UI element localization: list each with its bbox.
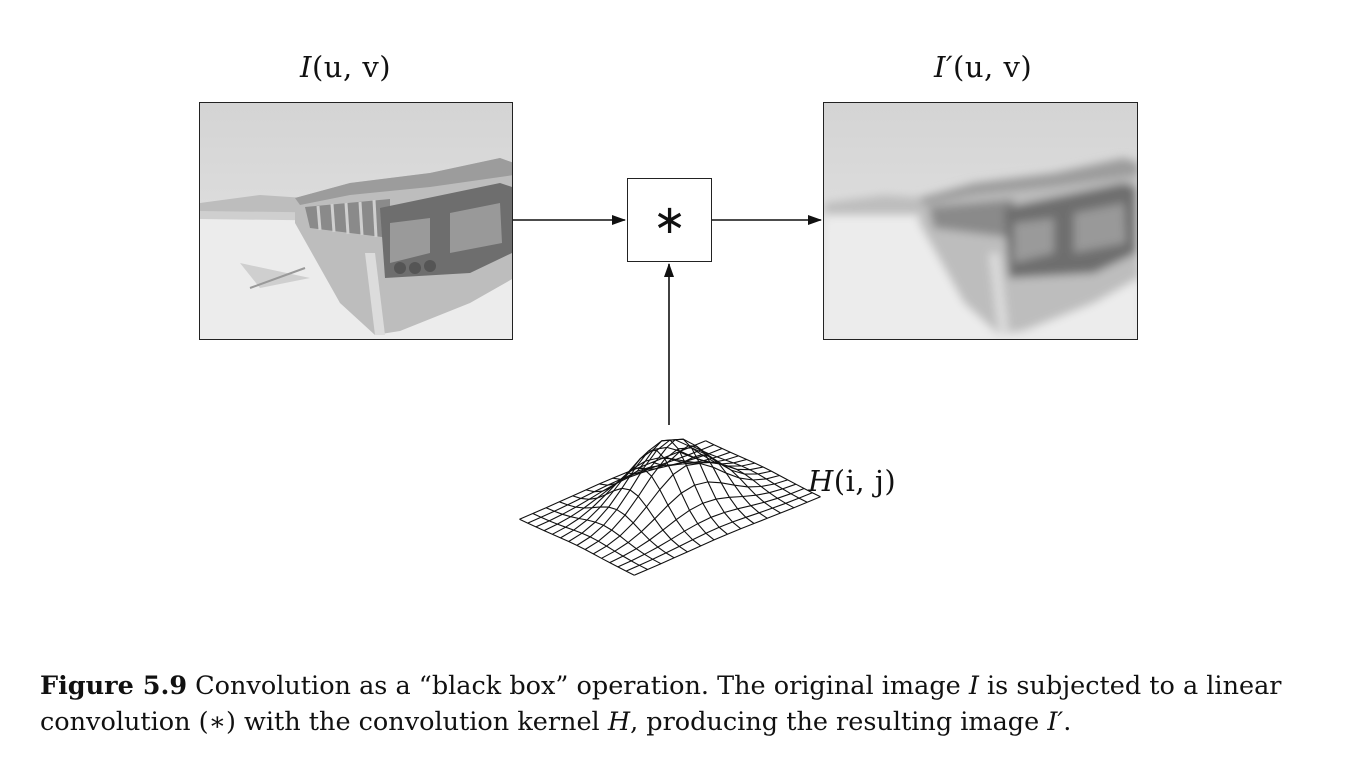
output-image: [823, 102, 1138, 340]
convolution-operator-symbol: ∗: [652, 197, 687, 243]
kernel-mesh-line: [519, 440, 706, 520]
kernel-mesh-line: [652, 454, 768, 519]
kernel-mesh-line: [609, 483, 797, 564]
figure-number: Figure 5.9: [40, 671, 188, 701]
kernel-mesh-line: [593, 462, 780, 555]
kernel-mesh-line: [639, 445, 755, 524]
output-image-args: (u, v): [953, 50, 1033, 84]
input-image-args: (u, v): [311, 50, 392, 84]
kernel-mesh-line: [665, 456, 781, 514]
kernel-label: H(i, j): [808, 464, 896, 498]
input-image-symbol: I: [300, 50, 312, 84]
kernel-mesh-line: [617, 487, 805, 568]
caption-var-h: H: [607, 707, 631, 737]
caption-var-i: I: [968, 671, 979, 701]
caption-var-i-prime: I′: [1047, 707, 1064, 737]
figure-caption: Figure 5.9 Convolution as a “black box” …: [40, 668, 1330, 740]
convolution-operator-box: ∗: [627, 178, 712, 262]
kernel-mesh-line: [625, 438, 742, 530]
kernel-args: (i, j): [833, 464, 897, 498]
kernel-mesh-line: [678, 451, 795, 509]
input-image-label: I(u, v): [300, 50, 391, 84]
kernel-mesh-line: [692, 445, 808, 503]
kernel-mesh-line: [584, 447, 772, 550]
output-image-symbol: I′: [934, 50, 954, 84]
kernel-mesh-line: [601, 479, 788, 559]
caption-text-2: is subjected to a linear convolution (∗)…: [40, 671, 1282, 737]
caption-text-1: Convolution as a “black box” operation. …: [187, 671, 969, 701]
kernel-mesh-line: [625, 492, 813, 572]
caption-text-4: .: [1063, 707, 1072, 737]
caption-text-3: , producing the resulting image: [630, 707, 1048, 737]
kernel-mesh-line: [552, 455, 739, 535]
gaussian-kernel-mesh: [519, 438, 821, 576]
output-image-label: I′(u, v): [934, 50, 1032, 84]
input-image: [199, 102, 513, 340]
kernel-symbol: H: [808, 464, 834, 498]
kernel-mesh-line: [705, 440, 821, 498]
kernel-mesh-line: [634, 496, 821, 576]
